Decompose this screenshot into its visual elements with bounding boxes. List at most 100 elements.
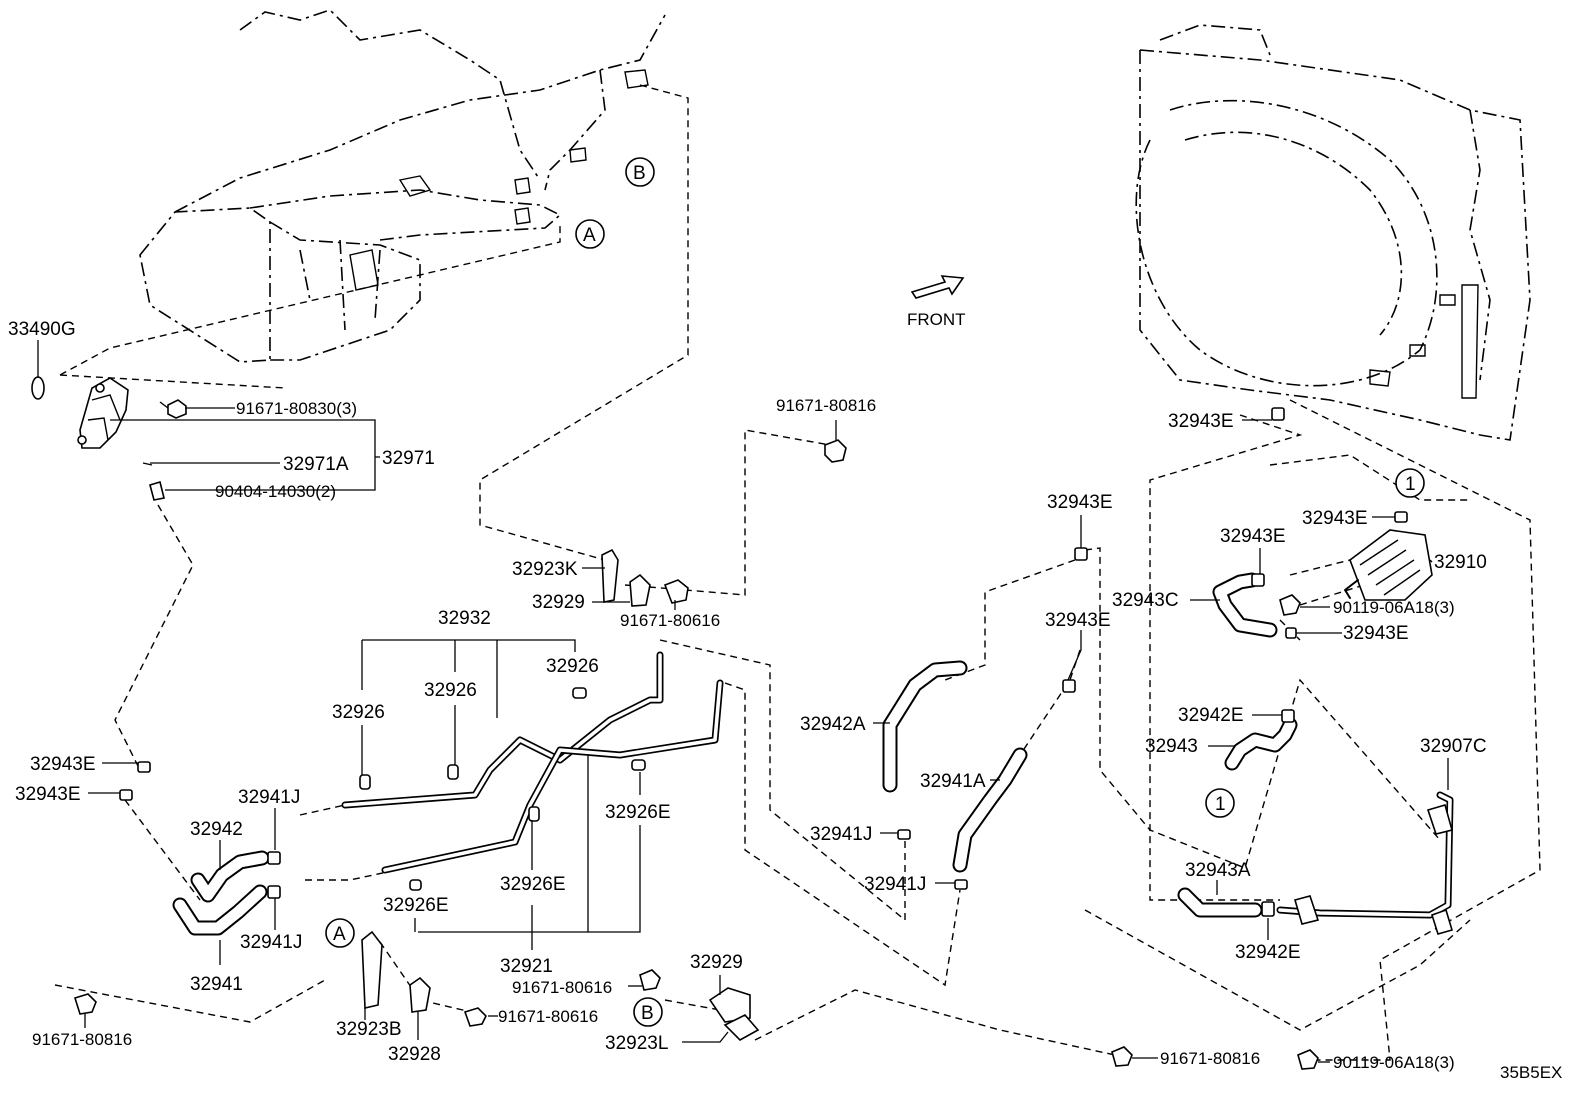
label-32926e-c: 32926E (383, 895, 449, 916)
label-32941a: 32941A (920, 771, 986, 792)
reference-markers: B A A B 1 1 (325, 157, 1425, 1027)
label-32943e-left1: 32943E (30, 754, 96, 775)
label-33490g: 33490G (8, 319, 76, 340)
label-91671-80816-left: 91671-80816 (32, 1030, 132, 1049)
label-32942a: 32942A (800, 714, 866, 735)
label-91671-80616-top: 91671-80616 (620, 611, 720, 630)
tube-32921 (381, 679, 724, 874)
label-32941j-a: 32941J (238, 787, 300, 808)
label-32926e-a: 32926E (605, 802, 671, 823)
transmission-assembly-sketch (139, 9, 666, 363)
label-32941j-b: 32941J (240, 932, 302, 953)
label-32941j-d: 32941J (864, 874, 926, 895)
label-90119-06a18-3-a: 90119-06A18(3) (1333, 598, 1455, 617)
label-32971: 32971 (382, 448, 435, 469)
label-32943e-r2: 32943E (1220, 526, 1286, 547)
front-direction-arrow: FRONT (907, 275, 966, 329)
label-32943e-r3: 32943E (1343, 623, 1409, 644)
label-32921: 32921 (500, 956, 553, 977)
label-32942e-b: 32942E (1235, 942, 1301, 963)
label-32923b: 32923B (336, 1019, 402, 1040)
svg-text:B: B (633, 163, 646, 184)
bolt-icon (1297, 1049, 1319, 1070)
union-bolt-icon (149, 480, 165, 501)
label-32942e-a: 32942E (1178, 705, 1244, 726)
o-ring (31, 376, 45, 400)
label-32943e-right-top: 32943E (1168, 411, 1234, 432)
part-labels: 33490G 91671-80830(3) 32971 32971A 90404… (8, 319, 1562, 1082)
label-32929-low: 32929 (690, 952, 743, 973)
bracket-32923b (361, 930, 383, 1009)
svg-text:A: A (333, 924, 346, 945)
label-91671-80816-top: 91671-80816 (776, 396, 876, 415)
ref-circle-1-top (1395, 468, 1425, 498)
label-32943a: 32943A (1185, 860, 1251, 881)
label-32910: 32910 (1434, 552, 1487, 573)
clamps-middle (897, 547, 1088, 890)
leader-lines (37, 340, 1449, 1063)
radiator-fan-shroud-sketch (1135, 24, 1531, 441)
brackets-and-clamps (73, 439, 847, 1041)
ref-circle-b-low (633, 997, 663, 1027)
front-label: FRONT (907, 310, 966, 329)
svg-text:A: A (583, 225, 596, 246)
clamp-32928 (409, 976, 431, 1013)
bolt-icon (639, 969, 661, 991)
label-32926e-b: 32926E (500, 874, 566, 895)
hose-32943 (1224, 717, 1298, 771)
bracket-32923l (723, 1014, 760, 1041)
ref-circle-a-top (575, 219, 605, 249)
label-32941: 32941 (190, 974, 243, 995)
bolt-icon (1279, 594, 1301, 616)
label-91671-80830-3: 91671-80830(3) (236, 399, 357, 418)
oil-cooler-valve-assembly (31, 376, 187, 501)
label-32943e-left2: 32943E (15, 784, 81, 805)
label-32943c: 32943C (1112, 590, 1179, 611)
label-32943: 32943 (1145, 736, 1198, 757)
connection-lines (54, 84, 1541, 1061)
label-91671-80616-mid: 91671-80616 (512, 978, 612, 997)
label-32943e-mid2: 32943E (1045, 610, 1111, 631)
clamps-left (119, 761, 281, 899)
bolt-icon (1111, 1046, 1133, 1067)
label-32941j-c: 32941J (810, 824, 872, 845)
grommets-32926 (359, 687, 646, 891)
svg-text:1: 1 (1405, 474, 1416, 495)
hose-32942a (882, 660, 968, 793)
label-32929-top: 32929 (532, 592, 585, 613)
clamps-right (1111, 407, 1319, 1070)
label-32926-c: 32926 (332, 702, 385, 723)
label-90404-14030-2: 90404-14030(2) (215, 482, 336, 501)
label-91671-80816-bottom: 91671-80816 (1160, 1049, 1260, 1068)
hose-32943c (1212, 572, 1278, 638)
label-91671-80616-low: 91671-80616 (498, 1007, 598, 1026)
ref-circle-1-low (1205, 788, 1235, 818)
label-32928: 32928 (388, 1044, 441, 1065)
hose-32941 (172, 884, 268, 936)
label-90119-06a18-3-b: 90119-06A18(3) (1333, 1053, 1455, 1072)
label-32907c: 32907C (1420, 736, 1487, 757)
ref-circle-b-top (625, 157, 655, 187)
label-32971a: 32971A (283, 454, 349, 475)
label-32923k: 32923K (512, 559, 578, 580)
label-32923l: 32923L (605, 1033, 668, 1054)
svg-text:B: B (641, 1003, 654, 1024)
label-32943e-r1: 32943E (1302, 508, 1368, 529)
label-32932: 32932 (438, 608, 491, 629)
bolt-icon (167, 399, 187, 419)
bolt-icon (824, 439, 847, 463)
ref-circle-a-low (325, 918, 355, 948)
tube-32932 (341, 651, 664, 809)
label-32943e-mid1: 32943E (1047, 492, 1113, 513)
diagram-code: 35B5EX (1500, 1063, 1562, 1082)
bracket-32923k (601, 548, 619, 603)
label-32926-a: 32926 (546, 656, 599, 677)
clamp-32929-low (708, 987, 751, 1023)
hose-32942 (190, 850, 270, 903)
clamp-32929-top (629, 573, 651, 607)
hose-32941a (952, 747, 1028, 873)
label-32942: 32942 (190, 819, 243, 840)
pipe-32907c (1276, 791, 1454, 935)
bolt-icon (463, 1007, 487, 1027)
